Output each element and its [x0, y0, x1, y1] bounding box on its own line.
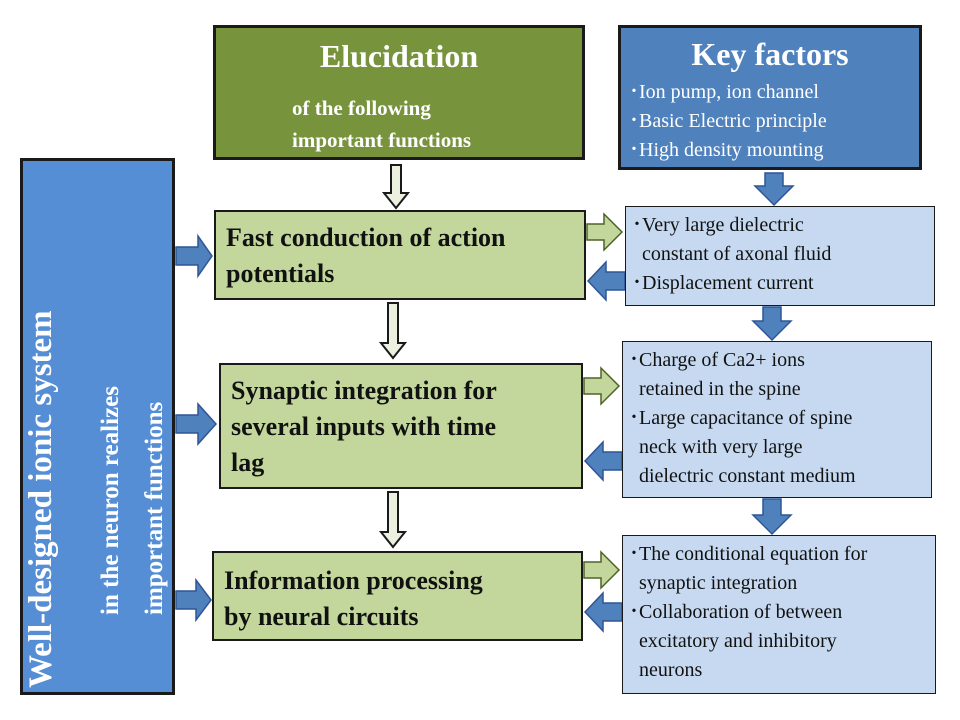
detail-line: excitatory and inhibitory — [629, 630, 837, 652]
key-factors-list: ･Ion pump, ion channel ･Basic Electric p… — [629, 78, 827, 165]
right-arrow-leftbar-to-function-3 — [175, 577, 212, 623]
right-arrow-function-1-to-detail-1 — [586, 212, 624, 252]
key-factor-item: ･Ion pump, ion channel — [629, 81, 819, 103]
down-arrow-detail-1-to-detail-2 — [751, 306, 793, 342]
ionic-system-line-2: in the neuron realizes — [97, 386, 124, 615]
function-text-line: Information processing — [224, 566, 483, 595]
right-arrow-function-3-to-detail-3 — [583, 550, 621, 590]
down-arrow-function-1-to-2 — [378, 302, 408, 360]
down-arrow-function-2-to-3 — [378, 491, 408, 549]
left-arrow-detail-1-to-function-1 — [586, 260, 626, 302]
down-arrow-detail-2-to-detail-3 — [751, 498, 793, 536]
key-factors-title: Key factors — [691, 36, 849, 72]
left-arrow-detail-3-to-function-3 — [583, 591, 623, 633]
detail-line: ･Very large dielectric — [632, 214, 804, 236]
function-text-line: potentials — [226, 259, 335, 288]
elucidation-title: Elucidation — [319, 38, 479, 74]
detail-line: ･The conditional equation for — [629, 543, 868, 565]
elucidation-subtitle: of the following important functions — [292, 92, 471, 156]
key-factor-item: ･High density mounting — [629, 139, 824, 161]
detail-line: ･Charge of Ca2+ ions — [629, 349, 805, 371]
elucidation-subtitle-line-2: important functions — [292, 128, 472, 152]
left-arrow-detail-2-to-function-2 — [583, 440, 623, 482]
detail-line: dielectric constant medium — [629, 465, 856, 487]
ionic-system-main-text: Well-designed ionic system — [23, 310, 59, 688]
key-factor-item: ･Basic Electric principle — [629, 110, 827, 132]
key-factors-box: Key factors ･Ion pump, ion channel ･Basi… — [618, 25, 922, 170]
function-text-line: lag — [231, 448, 265, 477]
detail-line: ･Collaboration of between — [629, 601, 843, 623]
ionic-system-line-3: important functions — [141, 401, 168, 615]
right-arrow-function-2-to-detail-2 — [583, 366, 621, 406]
function-box-synaptic-integration: Synaptic integration for several inputs … — [219, 363, 583, 489]
detail-line: synaptic integration — [629, 572, 798, 594]
function-text-line: Fast conduction of action — [226, 223, 506, 252]
function-box-conduction: Fast conduction of action potentials — [214, 210, 586, 300]
detail-line: retained in the spine — [629, 378, 801, 400]
function-box-information-processing: Information processing by neural circuit… — [212, 551, 583, 641]
detail-line: ･Large capacitance of spine — [629, 407, 853, 429]
detail-line: neck with very large — [629, 436, 803, 458]
function-text-line: by neural circuits — [224, 602, 419, 631]
elucidation-box: Elucidation of the following important f… — [213, 25, 585, 160]
elucidation-subtitle-line-1: of the following — [292, 96, 431, 120]
down-arrow-elucidation-to-function-1 — [381, 164, 411, 210]
detail-box-synaptic-integration: ･Charge of Ca2+ ions retained in the spi… — [622, 341, 932, 498]
detail-box-conduction: ･Very large dielectric constant of axona… — [625, 206, 935, 306]
right-arrow-leftbar-to-function-2 — [175, 402, 218, 446]
detail-line: constant of axonal fluid — [632, 243, 832, 265]
right-arrow-leftbar-to-function-1 — [175, 233, 213, 279]
ionic-system-bar — [20, 158, 175, 695]
detail-line: ･Displacement current — [632, 272, 814, 294]
down-arrow-key-factors-to-detail-1 — [753, 172, 795, 207]
function-text-line: Synaptic integration for — [231, 376, 497, 405]
function-text-line: several inputs with time — [231, 412, 497, 441]
detail-box-information-processing: ･The conditional equation for synaptic i… — [622, 535, 936, 694]
detail-line: neurons — [629, 659, 703, 681]
